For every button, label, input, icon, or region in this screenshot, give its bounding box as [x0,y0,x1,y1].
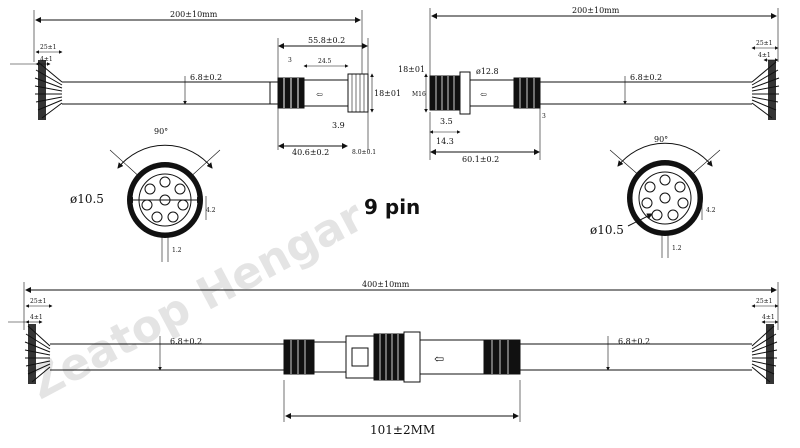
top-right-height: 18±01 [398,65,425,74]
bottom-total-length: 400±10mm [362,280,410,289]
top-left-total-length: 200±10mm [170,10,218,19]
top-left-body-length: 40.6±0.2 [292,148,329,157]
right-face-diameter: ø10.5 [590,223,624,237]
left-face-view: 90° ø10.5 4.2 1.2 [70,127,221,262]
bottom-cable-assembly: 400±10mm 25±1 4±1 25±1 4±1 6.8±0.2 [8,280,779,437]
left-face-pin: 1.2 [172,247,182,254]
top-left-cable-diameter: 6.8±0.2 [190,73,222,82]
top-right-step: 3.5 [440,117,453,126]
top-left-gap: 3 [288,57,292,64]
pin-count-title: 9 pin [364,195,420,219]
top-right-tin-length: 4±1 [758,52,771,59]
right-face-pin: 1.2 [672,245,682,252]
right-face-view: 90° 4.2 ø10.5 1.2 [590,135,721,258]
bottom-tin-right: 4±1 [762,314,775,321]
bottom-cable-left: 6.8±0.2 [170,337,202,346]
bottom-tin-left: 4±1 [30,314,43,321]
svg-text:⇦: ⇦ [434,352,444,366]
bottom-strip-left: 25±1 [30,298,46,305]
left-face-angle: 90° [154,127,168,136]
top-right-body-length: 60.1±0.2 [462,155,499,164]
right-face-angle: 90° [654,135,668,144]
bottom-mated-length: 101±2MM [370,423,435,437]
top-left-height: 18±01 [374,89,401,98]
top-right-strip-length: 25±1 [756,40,772,47]
top-left-step: 3.9 [332,121,345,130]
top-left-cable-assembly: 200±10mm 25±1 4±1 6.8±0.2 ⇦ 55.8±0. [10,10,401,157]
watermark: Zeatop Hengar [21,191,372,410]
top-left-sleeve: 24.5 [318,58,332,65]
top-right-thread-length: 14.3 [436,137,454,146]
top-left-connector-length: 55.8±0.2 [308,36,345,45]
left-face-offset: 4.2 [206,207,216,214]
top-right-total-length: 200±10mm [572,6,620,15]
top-left-strip-length: 25±1 [40,44,56,51]
top-left-tin-length: 4±1 [40,56,53,63]
top-right-thread: M16 [412,91,426,98]
right-face-offset: 4.2 [706,207,716,214]
top-left-nut: 8.0±0.1 [352,149,376,156]
bottom-strip-right: 25±1 [756,298,772,305]
svg-text:⇦: ⇦ [480,90,487,99]
bottom-cable-right: 6.8±0.2 [618,337,650,346]
top-right-gap: 3 [542,113,546,120]
svg-text:⇦: ⇦ [316,90,323,99]
top-right-cable-assembly: 200±10mm 25±1 4±1 6.8±0.2 ⇦ 18±01 ø12.8 … [398,6,780,164]
top-right-cable-diameter: 6.8±0.2 [630,73,662,82]
left-face-diameter: ø10.5 [70,192,104,206]
top-right-nut-diameter: ø12.8 [476,67,499,76]
